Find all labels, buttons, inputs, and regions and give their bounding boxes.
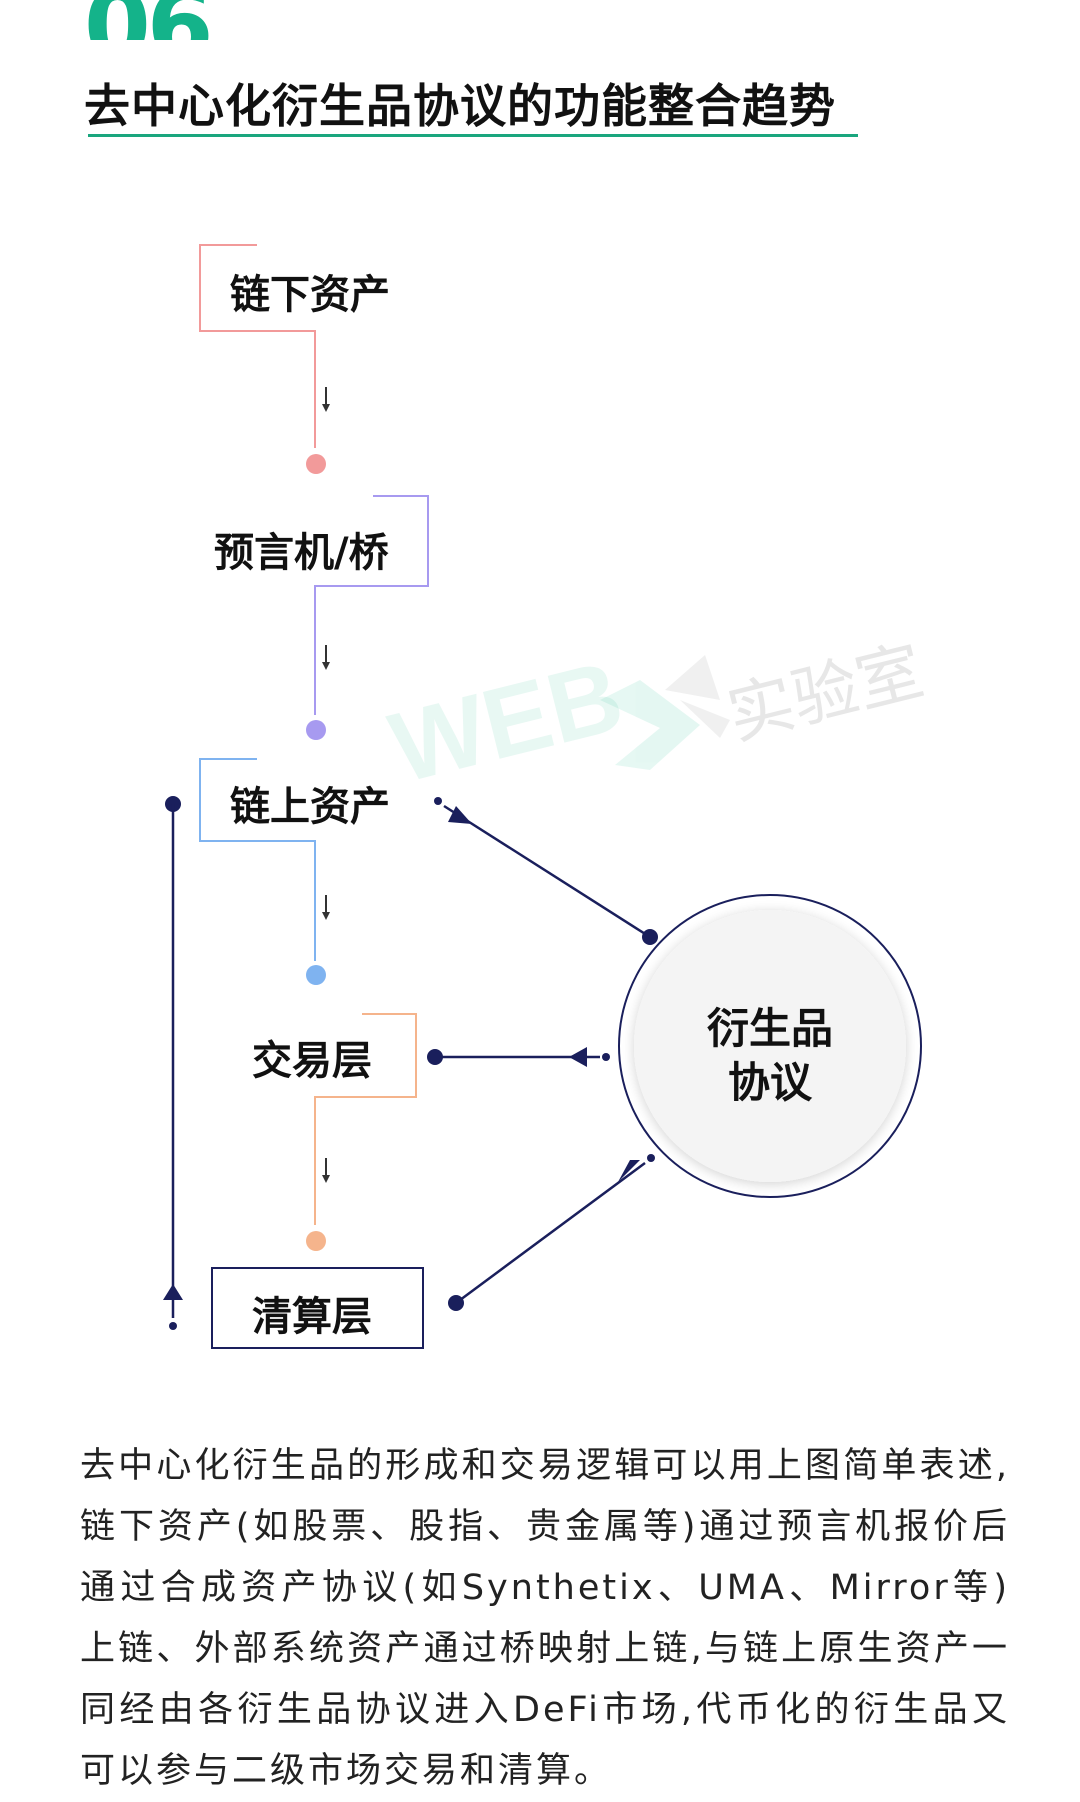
protocol-label-line1: 衍生品 [706,1004,833,1053]
node-offchain-frame [199,244,330,474]
flow-diagram [163,244,922,1349]
arrow-head-icon [618,1160,640,1182]
down-arrow-icon [322,662,330,670]
arrow-head-icon [569,1047,587,1067]
description-text: 去中心化衍生品的形成和交易逻辑可以用上图简单表述,链下资产(如股票、股指、贵金属… [80,1446,1010,1791]
node-dot [306,454,326,474]
protocol-circle [634,910,906,1182]
node-label-oracle: 预言机/桥 [214,530,389,576]
node-label-onchain: 链上资产 [230,784,390,830]
arrow-protocol-to-trading [427,1047,610,1067]
protocol-label-line2: 协议 [727,1058,812,1107]
node-label-clearing: 清算层 [252,1294,372,1340]
node-dot [306,965,326,985]
node-dot [306,720,326,740]
node-oracle-frame [306,495,429,740]
arrow-onchain-to-protocol [434,797,658,945]
up-arrow-icon [163,1284,183,1300]
node-dot [306,1231,326,1251]
title-underline [88,134,858,137]
loop-arrow [163,796,183,1330]
node-clearing-box [211,1267,424,1349]
protocol-label: 衍生品 协议 [650,1002,890,1110]
down-arrow-icon [322,912,330,920]
down-arrow-icon [322,1175,330,1183]
watermark-logo [600,655,730,770]
node-label-trading: 交易层 [252,1038,372,1084]
section-number: 06 [84,0,210,40]
page-title: 去中心化衍生品协议的功能整合趋势 [84,79,836,133]
arrow-head-icon [448,806,472,824]
down-arrow-icon [322,404,330,412]
node-trading-frame [306,1013,417,1251]
node-onchain-frame [199,758,330,985]
arrow-protocol-to-clearing [448,1154,655,1311]
node-label-offchain: 链下资产 [230,272,390,318]
protocol-outer-ring [618,894,922,1198]
